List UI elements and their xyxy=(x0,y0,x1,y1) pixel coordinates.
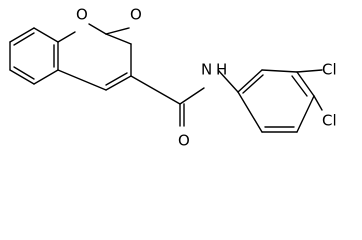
bonds xyxy=(9,23,323,133)
bond xyxy=(217,69,239,93)
chlorine-para-label: Cl xyxy=(322,112,337,130)
bond xyxy=(242,74,264,94)
bond xyxy=(33,27,59,43)
bond xyxy=(296,95,315,133)
amide-oxygen-label: O xyxy=(178,132,190,150)
bond xyxy=(237,91,263,133)
bond xyxy=(105,27,130,35)
bond xyxy=(291,75,308,97)
bond xyxy=(237,69,263,93)
bond xyxy=(313,95,323,111)
bond xyxy=(9,27,35,43)
ring-oxygen-label: O xyxy=(76,6,88,24)
bond xyxy=(57,69,107,91)
bond xyxy=(179,87,205,105)
amide-hydrogen-label: H xyxy=(216,61,227,79)
amide-nitrogen-label: N xyxy=(201,61,212,79)
bond xyxy=(88,23,107,35)
bond xyxy=(261,69,298,73)
bond xyxy=(105,75,132,91)
bond xyxy=(296,71,315,97)
bond xyxy=(130,75,181,105)
bond xyxy=(33,69,59,85)
chlorine-meta-label: Cl xyxy=(322,61,337,79)
bond xyxy=(105,72,128,86)
bond xyxy=(105,33,132,45)
carbonyl-oxygen-label: O xyxy=(130,6,142,24)
atom-labels: O O N H O Cl Cl xyxy=(76,6,337,150)
chemical-structure: O O N H O Cl Cl xyxy=(9,6,337,150)
bond xyxy=(296,69,323,73)
bond xyxy=(13,32,35,46)
bond xyxy=(57,31,76,43)
bond xyxy=(9,69,35,85)
bond xyxy=(13,66,35,80)
